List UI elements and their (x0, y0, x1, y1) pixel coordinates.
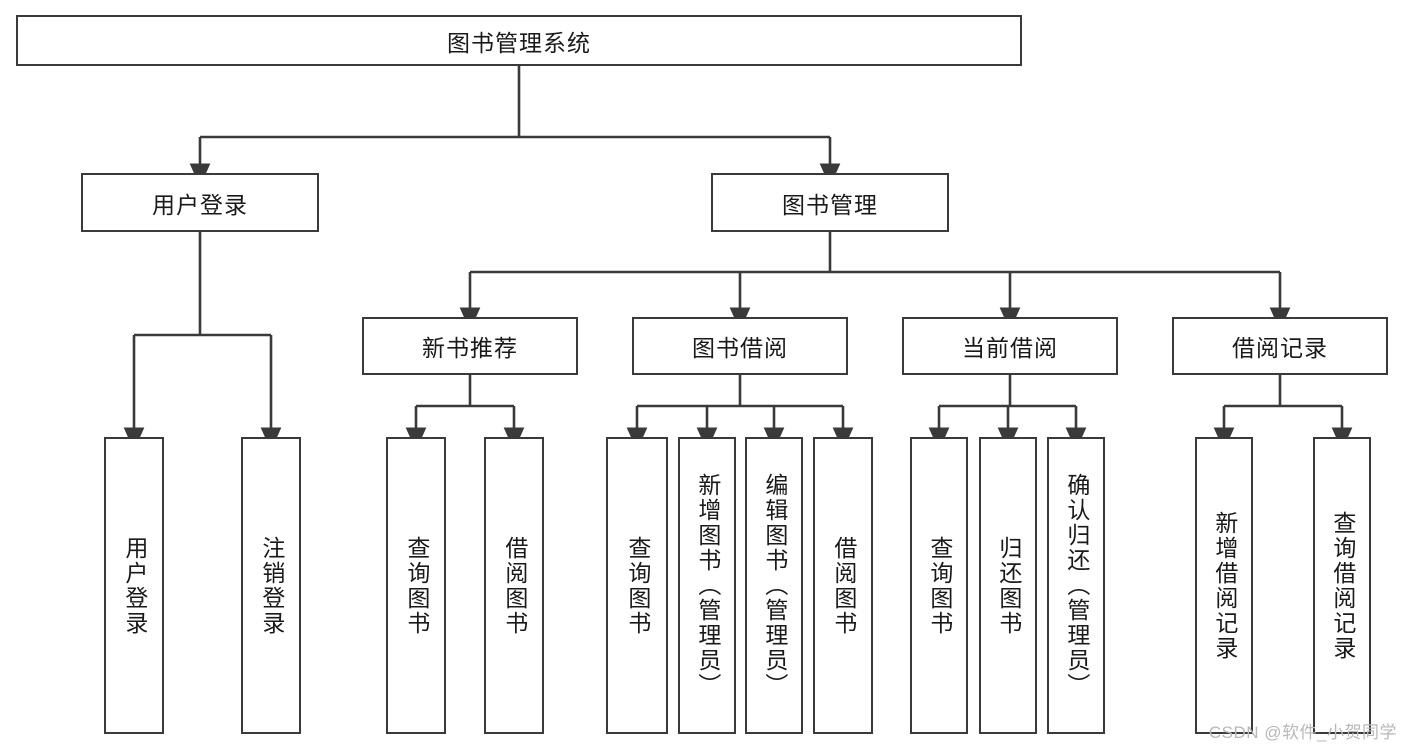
leaf-query-record[interactable]: 查询借阅记录 (1313, 437, 1371, 734)
node-root-label: 图书管理系统 (447, 29, 591, 56)
leaf-query-book-borrow-label: 查询图书 (624, 535, 651, 636)
leaf-query-book-cur-label: 查询图书 (926, 535, 953, 636)
leaf-borrow-book-label: 借阅图书 (830, 535, 857, 636)
node-borrow-record-label: 借阅记录 (1232, 335, 1328, 361)
leaf-return-book[interactable]: 归还图书 (979, 437, 1037, 734)
leaf-edit-book-label: 编辑图书（管理员） (761, 473, 788, 698)
leaf-borrow-book-rec-label: 借阅图书 (501, 535, 528, 636)
node-root[interactable]: 图书管理系统 (16, 15, 1022, 66)
leaf-query-book-borrow[interactable]: 查询图书 (606, 437, 668, 734)
leaf-edit-book[interactable]: 编辑图书（管理员） (745, 437, 803, 734)
node-current-borrow-label: 当前借阅 (962, 335, 1058, 361)
node-new-book-recommend-label: 新书推荐 (422, 335, 518, 361)
leaf-add-book-label: 新增图书（管理员） (694, 473, 721, 698)
node-new-book-recommend[interactable]: 新书推荐 (362, 317, 578, 375)
node-user-login[interactable]: 用户登录 (81, 173, 319, 232)
leaf-confirm-return[interactable]: 确认归还（管理员） (1047, 437, 1105, 734)
leaf-user-login[interactable]: 用户登录 (104, 437, 164, 734)
leaf-user-login-label: 用户登录 (121, 535, 148, 636)
node-book-borrow-label: 图书借阅 (692, 335, 788, 361)
node-current-borrow[interactable]: 当前借阅 (902, 317, 1118, 375)
leaf-add-book[interactable]: 新增图书（管理员） (678, 437, 736, 734)
leaf-confirm-return-label: 确认归还（管理员） (1063, 473, 1090, 698)
leaf-user-logout-label: 注销登录 (258, 535, 285, 636)
watermark: CSDN @软件_小贺同学 (1208, 723, 1397, 742)
leaf-query-book-rec-label: 查询图书 (403, 535, 430, 636)
leaf-add-record-label: 新增借阅记录 (1211, 510, 1238, 661)
node-book-manage[interactable]: 图书管理 (711, 173, 949, 232)
leaf-query-record-label: 查询借阅记录 (1329, 510, 1356, 661)
node-borrow-record[interactable]: 借阅记录 (1172, 317, 1388, 375)
node-book-manage-label: 图书管理 (782, 191, 878, 218)
leaf-borrow-book-rec[interactable]: 借阅图书 (484, 437, 544, 734)
leaf-query-book-cur[interactable]: 查询图书 (910, 437, 968, 734)
node-user-login-label: 用户登录 (152, 191, 248, 218)
node-book-borrow[interactable]: 图书借阅 (632, 317, 848, 375)
leaf-add-record[interactable]: 新增借阅记录 (1195, 437, 1253, 734)
leaf-user-logout[interactable]: 注销登录 (241, 437, 301, 734)
leaf-query-book-rec[interactable]: 查询图书 (386, 437, 446, 734)
leaf-borrow-book[interactable]: 借阅图书 (813, 437, 873, 734)
leaf-return-book-label: 归还图书 (995, 535, 1022, 636)
